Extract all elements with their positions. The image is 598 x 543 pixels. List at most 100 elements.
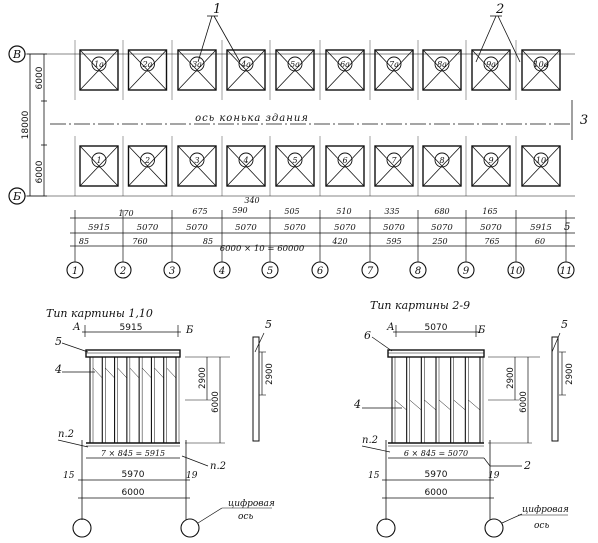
column-axis-circle: [261, 261, 279, 279]
width-axis-left: 5970: [122, 470, 145, 480]
top-panel: 9а: [465, 40, 511, 100]
detail-title-left: Тип картины 1,10: [46, 307, 153, 320]
lower-offset: 420: [331, 237, 347, 246]
column-axis-label: 10: [510, 266, 523, 277]
callouts-top: 1 2: [197, 2, 521, 63]
top-panel-number: 1а: [94, 60, 104, 69]
mark-4-left: 4: [54, 363, 62, 376]
dim-bottom-row: 6000: [35, 160, 45, 183]
callout-5-plan: 5: [564, 222, 570, 233]
top-panel-number: 8а: [437, 60, 447, 69]
mark-4-right: 4: [353, 398, 361, 411]
width-total-left: 6000: [122, 488, 145, 498]
width-top-left: 5915: [120, 323, 143, 333]
top-panel-number: 7а: [389, 60, 399, 69]
top-panel-number: 9а: [486, 60, 496, 69]
bottom-panel: 9: [465, 136, 511, 196]
bottom-panel: 4: [221, 136, 266, 196]
letter-a-left: А: [72, 322, 81, 333]
span-note-left: 7 × 845 = 5915: [101, 449, 165, 458]
mark-5-side-right: 5: [561, 318, 568, 331]
detail-right: А Б 5070 6 4 2900 6000 5 2900 п.2 6 × 84…: [353, 318, 575, 538]
column-axis-circle: [507, 261, 525, 279]
column-axis-circle: [409, 261, 427, 279]
bottom-panel-number: 1: [96, 156, 101, 165]
column-axis-circle: [213, 261, 231, 279]
letter-a-right: А: [386, 322, 395, 333]
span-dimension: 5070: [480, 223, 502, 233]
mark-p2-right: п.2: [362, 435, 378, 446]
bottom-panel: 8: [417, 136, 462, 196]
column-axis-label: 3: [169, 266, 175, 277]
upper-offset: 165: [482, 207, 497, 216]
plan-dimension-lines: 5 6000 × 10 = 60000: [70, 217, 575, 254]
row-axis-markers: В Б: [8, 45, 575, 205]
bottom-panel: 3: [171, 136, 217, 196]
column-axis-circle: [557, 261, 575, 279]
span-note-right: 6 × 845 = 5070: [404, 449, 468, 458]
axis-circle-left-a: [72, 518, 92, 538]
mark-6-right: 6: [364, 329, 371, 342]
lower-offset: 765: [484, 237, 499, 246]
letter-b-left: Б: [185, 325, 194, 336]
column-axis-label: 2: [119, 266, 126, 277]
column-axis-label: 8: [415, 266, 421, 277]
dim-15-right: 15: [368, 471, 380, 481]
left-dimension-chain: 18000 6000 6000: [21, 53, 47, 197]
dim-19-left: 19: [186, 471, 198, 481]
axis-note-left-2: ось: [238, 512, 253, 522]
bottom-panel: 2: [122, 136, 168, 196]
top-panel-number: 10а: [534, 60, 549, 69]
bottom-panel-number: 3: [194, 156, 199, 165]
top-panel-number: 6а: [340, 60, 350, 69]
column-axis-label: 1: [72, 266, 78, 277]
bottom-panel-number: 2: [144, 156, 150, 165]
column-axis-circle: [311, 261, 329, 279]
top-panel-number: 5а: [290, 60, 300, 69]
bottom-panel: 5: [269, 136, 315, 196]
lower-offset: 760: [132, 237, 147, 246]
bottom-panel-number: 4: [242, 156, 248, 165]
top-panel-number: 4а: [240, 60, 251, 69]
bottom-panel-number: 5: [292, 156, 297, 165]
span-dimension: 5070: [334, 223, 356, 233]
ridge-label: ось конька здания: [195, 113, 309, 124]
upper-offset: 680: [434, 207, 449, 216]
column-axis-label: 7: [367, 266, 374, 277]
height-6000-left: 6000: [211, 391, 221, 413]
span-dimension: 5070: [186, 223, 208, 233]
axis-circle-right-a: [376, 518, 396, 538]
axis-note-right-1: цифровая: [522, 505, 569, 515]
axis-note-right-2: ось: [534, 521, 549, 531]
top-panel: 4а: [221, 40, 266, 100]
span-dimension: 5915: [530, 223, 552, 233]
top-panel: 5а: [269, 40, 315, 100]
top-panel: 8а: [417, 40, 462, 100]
bottom-panel: 1: [74, 136, 119, 196]
top-panel-number: 3а: [192, 60, 202, 69]
mark-2-right: 2: [523, 459, 531, 472]
top-panel: 1а: [74, 40, 119, 100]
upper-offset: 675: [192, 207, 207, 216]
detail-left: А Б 5915 5 4 2900 6000 5 2900 п.2: [54, 318, 275, 538]
dim-top-row: 6000: [35, 66, 45, 89]
mark-p2-left: п.2: [58, 429, 74, 440]
column-axis-label: 6: [317, 266, 324, 277]
top-panel: 2а: [122, 40, 168, 100]
mark-5-left: 5: [55, 335, 62, 348]
width-axis-right: 5970: [425, 470, 448, 480]
axis-circle-right-b: [484, 518, 504, 538]
upper-offset: 170: [118, 209, 133, 218]
column-axis-circle: [163, 261, 181, 279]
side-height-right: 2900: [565, 363, 575, 385]
span-dimension: 5070: [235, 223, 257, 233]
column-axis-label: 5: [267, 266, 273, 277]
top-panel: 6а: [319, 40, 365, 100]
mark-p2-right-left: п.2: [210, 461, 226, 472]
dim-total-height: 18000: [21, 110, 31, 139]
callout-2: 2: [495, 2, 504, 17]
